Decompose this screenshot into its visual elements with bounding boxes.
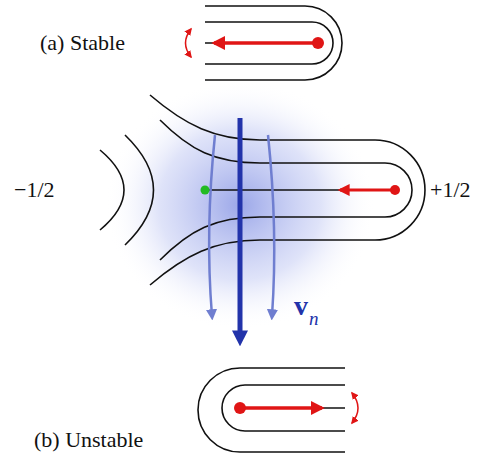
stable-defect-lines (205, 6, 342, 80)
rotation-arrow (352, 393, 358, 423)
charge-label: +1/2 (430, 179, 471, 201)
velocity-subscript: n (309, 309, 319, 328)
polarity-arrow (340, 189, 395, 192)
flow-arrow (209, 135, 215, 316)
velocity-symbol: v (294, 292, 308, 320)
unstable-defect-lines (198, 368, 345, 452)
defect-core (201, 186, 210, 195)
panel-label: (b) Unstable (34, 429, 143, 451)
flow-arrow (238, 118, 243, 340)
defect-core (234, 402, 246, 414)
polarity-arrow (240, 406, 322, 410)
charge-label: −1/2 (14, 179, 55, 201)
rotation-arrow (186, 29, 192, 57)
defect-core (312, 37, 324, 49)
defect-core (390, 185, 400, 195)
director-field-lines (100, 95, 425, 285)
flow-arrow (268, 135, 274, 316)
panel-label: (a) Stable (40, 32, 125, 54)
polarity-arrow (214, 41, 318, 45)
